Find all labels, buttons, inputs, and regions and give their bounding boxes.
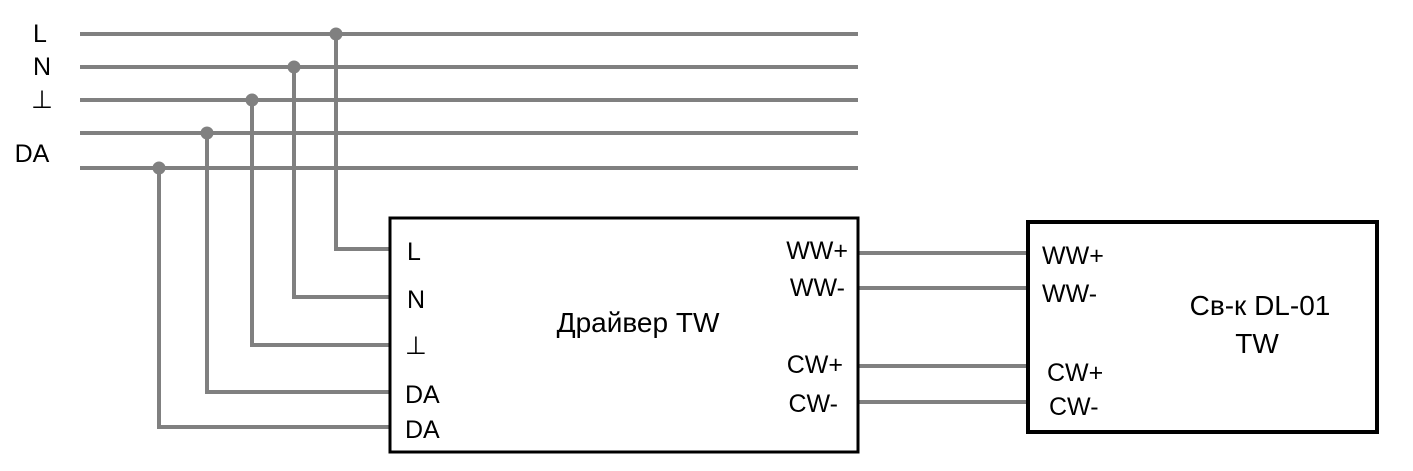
junction-dot: [200, 126, 214, 140]
junction-dot: [152, 161, 166, 175]
driver-output-cw-plus: CW+: [787, 351, 843, 379]
driver-output-ww-minus: WW-: [790, 274, 845, 302]
driver-output-cw-minus: CW-: [788, 390, 838, 418]
bus-labels: L N ⊥ DA: [15, 20, 53, 168]
output-wires: [858, 251, 1028, 404]
bus-lines: [80, 32, 858, 170]
fixture-input-cw-minus: CW-: [1049, 393, 1099, 421]
driver-outline: [388, 216, 860, 454]
bus-label-pe: ⊥: [31, 86, 53, 114]
driver-input-n: N: [407, 286, 425, 314]
driver-input-da1: DA: [405, 381, 440, 409]
fixture-box: WW+ WW- CW+ CW- Св-к DL-01 TW: [1026, 220, 1379, 434]
drop-wires: [157, 34, 390, 429]
driver-box: L N ⊥ DA DA Драйвер TW WW+ WW- CW+ CW-: [388, 216, 860, 454]
wire-l: [334, 34, 390, 251]
driver-input-l: L: [407, 238, 421, 266]
wire-pe: [250, 100, 390, 347]
driver-title: Драйвер TW: [557, 307, 720, 338]
fixture-input-cw-plus: CW+: [1047, 359, 1103, 387]
driver-input-da2: DA: [405, 416, 440, 444]
fixture-input-ww-minus: WW-: [1042, 280, 1097, 308]
fixture-outline: [1026, 220, 1379, 434]
junction-dot: [287, 60, 301, 74]
driver-input-pe: ⊥: [405, 332, 427, 360]
bus-label-n: N: [33, 53, 51, 81]
bus-label-l: L: [33, 20, 47, 48]
junction-dot: [329, 27, 343, 41]
fixture-input-ww-plus: WW+: [1042, 242, 1104, 270]
wire-da2: [157, 168, 390, 429]
junction-dot: [245, 93, 259, 107]
junction-dots: [152, 27, 343, 175]
bus-label-da: DA: [15, 140, 50, 168]
wire-da1: [205, 133, 390, 394]
fixture-title-line2: TW: [1235, 328, 1279, 359]
driver-output-ww-plus: WW+: [786, 237, 848, 265]
fixture-title-line1: Св-к DL-01: [1190, 290, 1331, 321]
wire-n: [292, 67, 390, 299]
